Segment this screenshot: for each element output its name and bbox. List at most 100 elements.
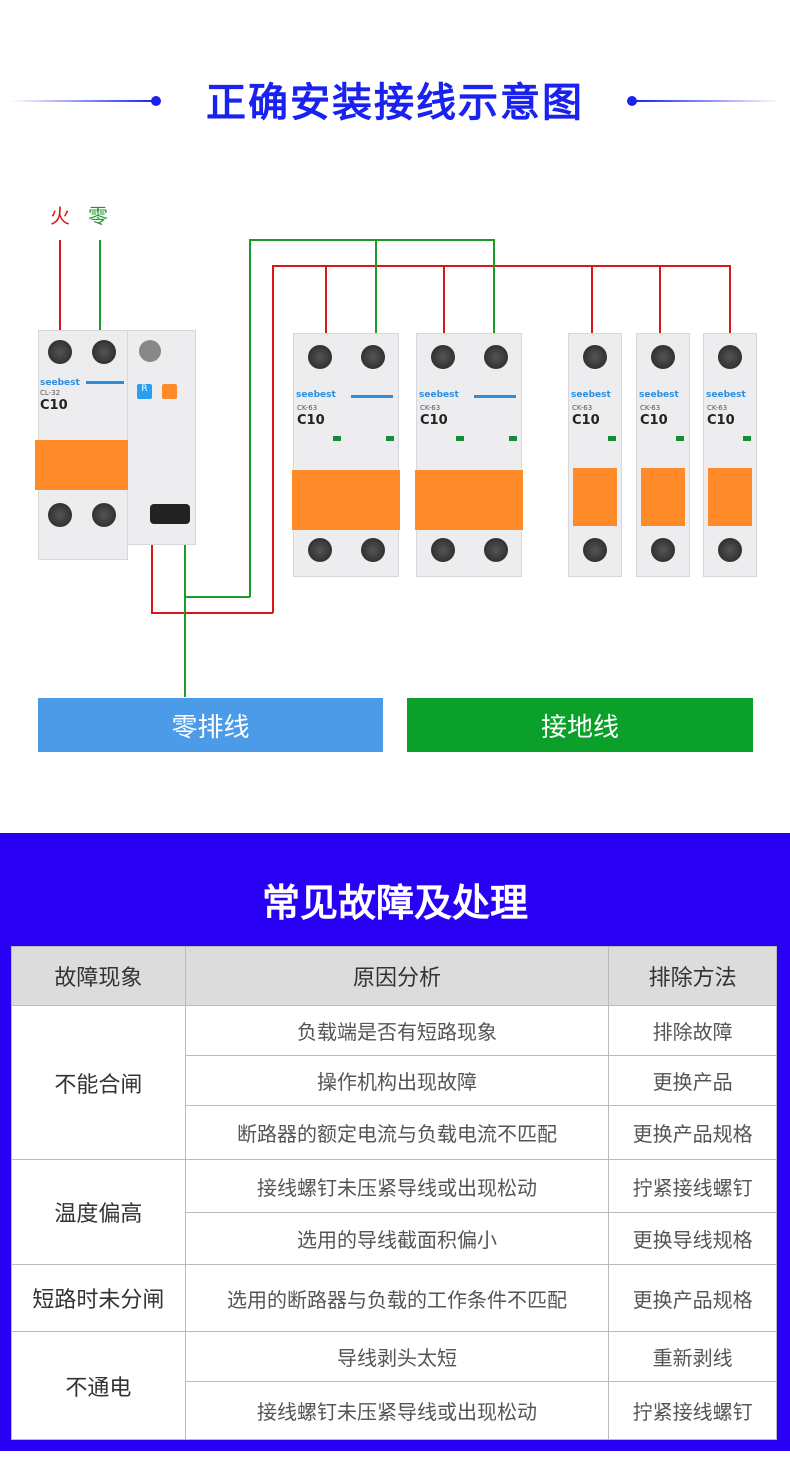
toggle-handle[interactable] — [415, 470, 523, 530]
solution-cell: 重新剥线 — [608, 1331, 777, 1382]
breaker-rating: C10 — [420, 413, 448, 428]
live-wire — [59, 240, 731, 614]
toggle-handle[interactable] — [292, 470, 400, 530]
breaker-model: CK-63 — [572, 404, 593, 412]
table-row: 不通电导线剥头太短 重新剥线 — [11, 1331, 777, 1440]
solution-cell: 拧紧接线螺钉 — [608, 1381, 777, 1440]
header-cause: 原因分析 — [184, 946, 610, 1006]
table-row: 断路器的额定电流与负载电流不匹配 更换产品规格 — [12, 1105, 777, 1160]
cause-cell: 选用的断路器与负载的工作条件不匹配 — [184, 1264, 610, 1332]
breaker-rating: C10 — [640, 413, 668, 428]
terminal-screw — [308, 538, 332, 562]
neutral-terminal — [150, 504, 190, 524]
faults-table: 故障现象 原因分析 排除方法 不能合闸负载端是否有短路现象 排除故障操作机构出现… — [11, 946, 777, 1440]
blue-strip — [86, 381, 124, 384]
toggle-handle[interactable] — [35, 440, 128, 490]
terminal-screw — [583, 345, 607, 369]
status-indicator — [676, 436, 684, 441]
terminal-screw — [308, 345, 332, 369]
cause-cell: 选用的导线截面积偏小 — [184, 1212, 610, 1265]
symptom-cell: 温度偏高 — [11, 1159, 186, 1265]
cause-cell: 接线螺钉未压紧导线或出现松动 — [184, 1159, 610, 1213]
reset-button[interactable] — [162, 384, 177, 399]
neutral-label: 零 — [88, 204, 108, 228]
live-label: 火 — [50, 204, 70, 228]
solution-cell: 更换产品规格 — [608, 1264, 777, 1332]
title-dot-right — [627, 96, 637, 106]
toggle-handle[interactable] — [708, 468, 752, 526]
blue-strip — [474, 395, 516, 398]
cause-cell: 断路器的额定电流与负载电流不匹配 — [184, 1105, 610, 1160]
blue-strip — [351, 395, 393, 398]
solution-cell: 更换导线规格 — [608, 1212, 777, 1265]
toggle-handle[interactable] — [573, 468, 617, 526]
terminal-hole — [139, 340, 161, 362]
cause-cell: 导线剥头太短 — [184, 1331, 610, 1382]
solution-cell: 更换产品规格 — [608, 1105, 777, 1160]
rcbo-rating: C10 — [40, 398, 68, 413]
table-row: 不能合闸负载端是否有短路现象 排除故障 — [11, 1005, 777, 1160]
faults-title: 常见故障及处理 — [261, 881, 528, 925]
breaker-brand: seebest — [639, 390, 679, 400]
solution-cell: 排除故障 — [608, 1005, 777, 1056]
symptom-cell: 不通电 — [11, 1331, 186, 1440]
ground-bar: 接地线 — [407, 698, 753, 752]
cause-cell: 操作机构出现故障 — [184, 1055, 610, 1106]
terminal-screw — [484, 538, 508, 562]
terminal-screw — [431, 345, 455, 369]
symptom-cell: 不能合闸 — [11, 1005, 186, 1160]
terminal-screw — [92, 503, 116, 527]
terminal-screw — [651, 345, 675, 369]
table-row: 接线螺钉未压紧导线或出现松动 拧紧接线螺钉 — [12, 1381, 777, 1440]
neutral-bar: 零排线 — [38, 698, 383, 752]
terminal-screw — [484, 345, 508, 369]
terminal-screw — [431, 538, 455, 562]
status-indicator — [509, 436, 517, 441]
status-indicator — [456, 436, 464, 441]
title-line-right — [635, 100, 780, 102]
status-indicator — [386, 436, 394, 441]
wiring-title: 正确安装接线示意图 — [206, 80, 584, 126]
toggle-handle[interactable] — [641, 468, 685, 526]
table-row: 温度偏高接线螺钉未压紧导线或出现松动 拧紧接线螺钉 — [11, 1159, 777, 1265]
breaker-brand: seebest — [419, 390, 459, 400]
terminal-screw — [48, 340, 72, 364]
title-dot-left — [151, 96, 161, 106]
test-button[interactable]: R — [137, 384, 152, 399]
terminal-screw — [651, 538, 675, 562]
rcbo-brand: seebest — [40, 378, 80, 388]
symptom-cell: 短路时未分闸 — [11, 1264, 186, 1332]
header-symptom: 故障现象 — [11, 946, 186, 1006]
breaker-model: CK-63 — [707, 404, 728, 412]
breaker-rating: C10 — [707, 413, 735, 428]
breaker-brand: seebest — [296, 390, 336, 400]
terminal-screw — [48, 503, 72, 527]
cause-cell: 接线螺钉未压紧导线或出现松动 — [184, 1381, 610, 1440]
breaker-brand: seebest — [706, 390, 746, 400]
cause-cell: 负载端是否有短路现象 — [184, 1005, 610, 1056]
breaker-rating: C10 — [297, 413, 325, 428]
terminal-screw — [361, 538, 385, 562]
status-indicator — [333, 436, 341, 441]
solution-cell: 更换产品 — [608, 1055, 777, 1106]
rcbo-model: CL-32 — [40, 389, 61, 397]
breaker-brand: seebest — [571, 390, 611, 400]
terminal-screw — [92, 340, 116, 364]
status-indicator — [743, 436, 751, 441]
solution-cell: 拧紧接线螺钉 — [608, 1159, 777, 1213]
neutral-wire — [99, 239, 495, 697]
terminal-screw — [718, 538, 742, 562]
terminal-screw — [718, 345, 742, 369]
status-indicator — [608, 436, 616, 441]
breaker-rating: C10 — [572, 413, 600, 428]
table-row: 短路时未分闸选用的断路器与负载的工作条件不匹配 更换产品规格 — [11, 1264, 777, 1332]
breaker-model: CK-63 — [640, 404, 661, 412]
breaker-model: CK-63 — [297, 404, 318, 412]
terminal-screw — [361, 345, 385, 369]
header-solution: 排除方法 — [608, 946, 777, 1006]
title-line-left — [10, 100, 155, 102]
table-row: 选用的导线截面积偏小 更换导线规格 — [12, 1212, 777, 1265]
breaker-model: CK-63 — [420, 404, 441, 412]
wiring-lines — [59, 239, 731, 697]
terminal-screw — [583, 538, 607, 562]
